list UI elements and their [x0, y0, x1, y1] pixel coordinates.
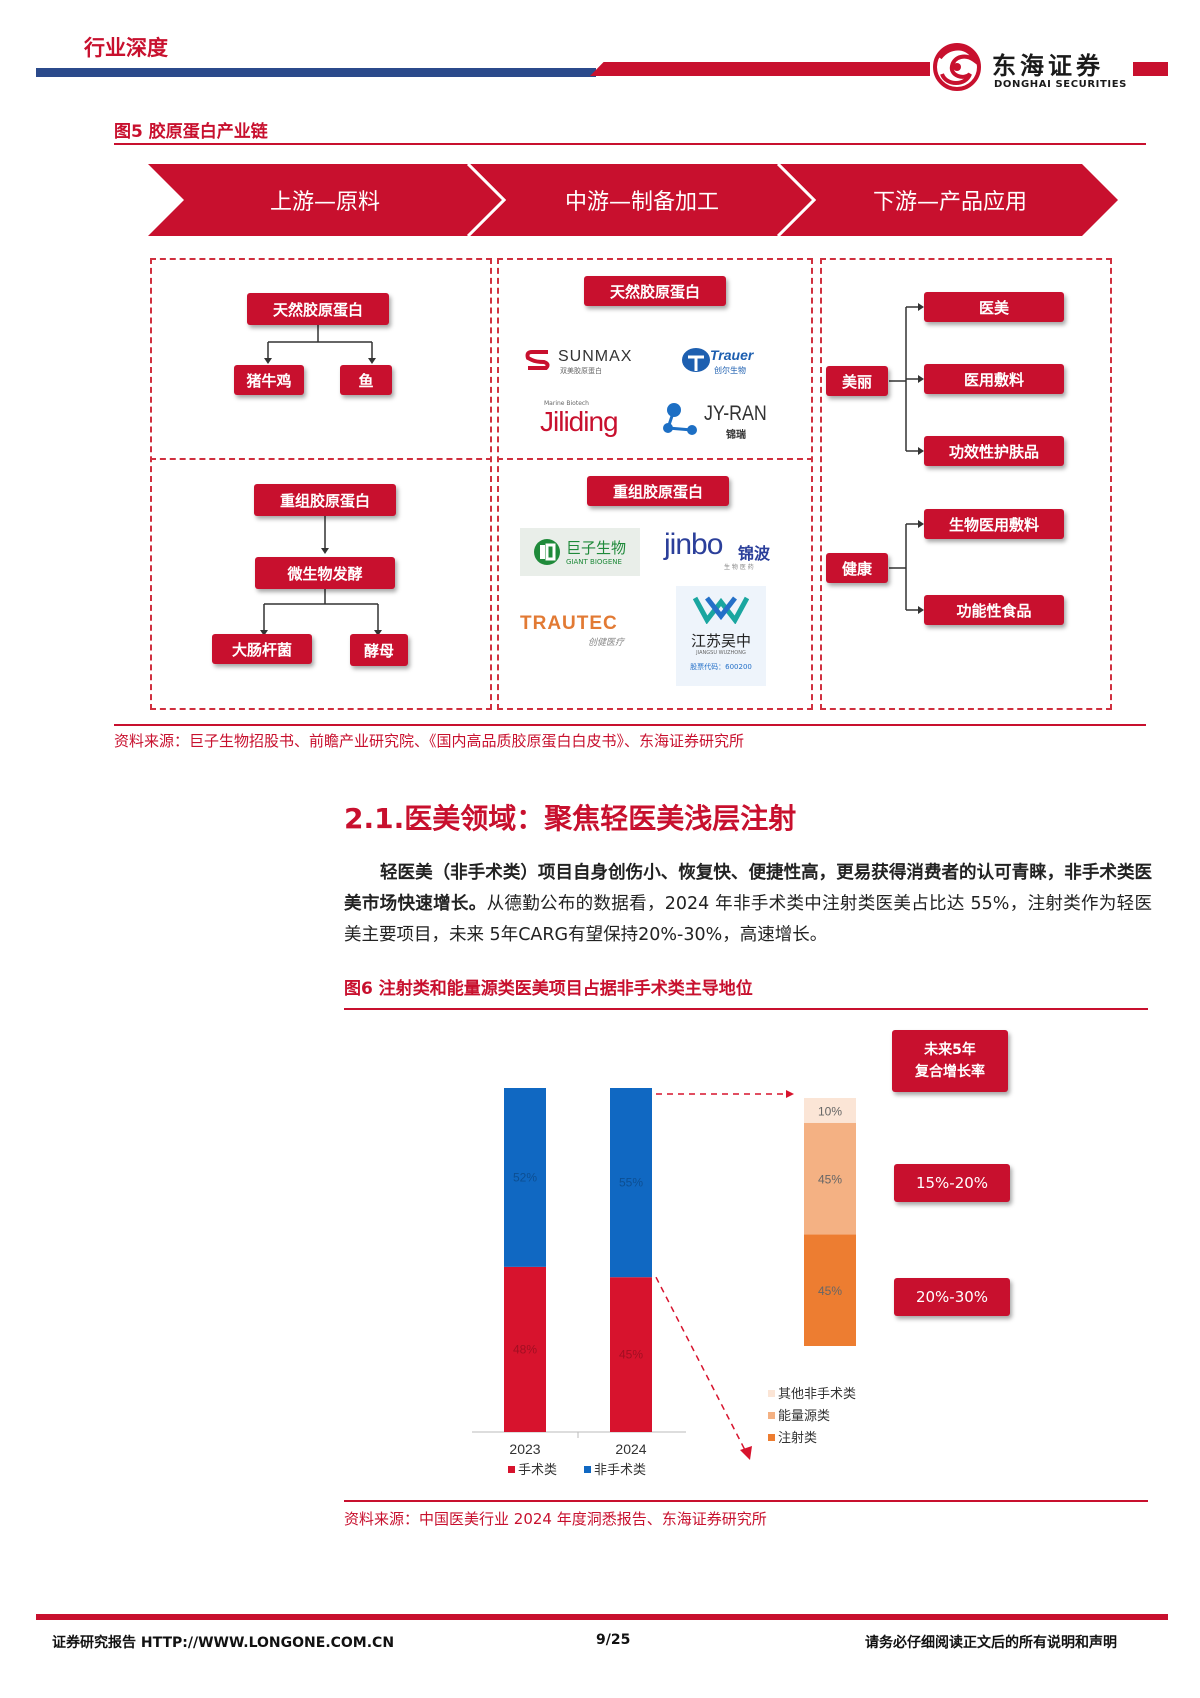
figure5-title-rule [114, 143, 1146, 145]
body-bold-text: 轻医美（非手术类）项目自身创伤小、恢复快、便捷性高，更易获得消费者的认可青睐，非… [344, 863, 1152, 914]
bar-label-2023-1: 52% [513, 1170, 537, 1184]
header-bar-blue [36, 68, 596, 77]
fish-box: 鱼 [340, 365, 392, 395]
value-chain-chevrons [148, 164, 1118, 236]
dragon-logo-icon [933, 43, 981, 91]
breakdown-label-0: 45% [818, 1284, 842, 1298]
breakdown-segment-0 [804, 1234, 856, 1346]
figure6-bottom-rule [344, 1500, 1148, 1502]
bar-2024-surgical [610, 1277, 652, 1432]
sunmax-mark-icon [525, 350, 550, 370]
brand-name-en: DONGHAI SECURITIES [994, 79, 1127, 90]
jiangsu-wuzhong-logo: 江苏吴中 JIANGSU WUZHONG 股票代码：600200 [676, 586, 766, 686]
pig-cow-chicken-box: 猪牛鸡 [234, 365, 304, 395]
figure6-title: 图6 注射类和能量源类医美项目占据非手术类主导地位 [344, 979, 753, 999]
upstream-connectors [260, 324, 382, 636]
breakdown-segment-1 [804, 1122, 856, 1235]
giant-mark-icon [534, 539, 560, 565]
growth-header-line1: 未来5年 [924, 1042, 976, 1058]
medical-dressing-box: 医用敷料 [924, 364, 1064, 394]
bar-2023-surgical [504, 1266, 546, 1432]
legend-swatch-0 [508, 1466, 515, 1473]
bio-medical-dressing-box: 生物医用敷料 [924, 509, 1064, 539]
growth-header-line2: 复合增长率 [915, 1064, 985, 1080]
connector-bottom-arrow [740, 1446, 752, 1460]
figure5-bottom-rule [114, 724, 1146, 726]
functional-skincare-box: 功效性护肤品 [924, 436, 1064, 466]
growth-rate-injection: 20%-30% [894, 1278, 1010, 1316]
connector-top-arrow [786, 1090, 794, 1098]
bar-label-2023-0: 48% [513, 1342, 537, 1356]
breakdown-legend-swatch-0 [768, 1390, 775, 1397]
stage-downstream-label: 下游—产品应用 [872, 190, 1027, 215]
growth-header-box: 未来5年 复合增长率 [892, 1030, 1008, 1092]
mid-recombinant-collagen-box: 重组胶原蛋白 [587, 476, 729, 506]
chevron-upstream [148, 164, 504, 236]
breakdown-label-2: 10% [818, 1104, 842, 1118]
breakdown-label-1: 45% [818, 1173, 842, 1187]
bar-2023-nonsurgical [504, 1088, 546, 1267]
legend-label-0: 手术类 [518, 1463, 557, 1478]
brand-name-cn: 东海证券 [992, 51, 1104, 80]
breakdown-legend-label-0: 其他非手术类 [778, 1387, 856, 1402]
doc-type-label: 行业深度 [84, 36, 168, 60]
chevron-downstream [780, 164, 1118, 236]
chevron-midstream [470, 164, 814, 236]
header-bar-red [590, 62, 930, 76]
footer-left: 证券研究报告 HTTP://WWW.LONGONE.COM.CN [52, 1635, 395, 1651]
section-body: 轻医美（非手术类）项目自身创伤小、恢复快、便捷性高，更易获得消费者的认可青睐，非… [344, 858, 1152, 951]
figure5-source: 资料来源：巨子生物招股书、前瞻产业研究院、《国内高品质胶原蛋白白皮书》、东海证券… [114, 732, 745, 750]
x-tick-label-2024: 2024 [615, 1441, 646, 1457]
ecoli-box: 大肠杆菌 [212, 634, 312, 664]
bar-label-2024-1: 55% [619, 1176, 643, 1190]
wuzhong-mark-icon [693, 596, 749, 624]
upstream-box [150, 258, 492, 710]
section-heading: 2.1.医美领域：聚焦轻医美浅层注射 [344, 802, 797, 835]
figure5-title: 图5 胶原蛋白产业链 [114, 122, 268, 142]
medical-aesthetics-box: 医美 [924, 292, 1064, 322]
figure6-title-rule [344, 1008, 1148, 1010]
legend-label-1: 非手术类 [594, 1463, 646, 1478]
midstream-divider [497, 458, 813, 460]
jyran-mark-icon [663, 403, 697, 435]
legend-swatch-1 [584, 1466, 591, 1473]
upstream-divider [150, 458, 492, 460]
stage-midstream-label: 中游—制备加工 [564, 190, 719, 215]
breakdown-legend-swatch-2 [768, 1434, 775, 1441]
footer-rule [36, 1614, 1168, 1620]
yeast-box: 酵母 [350, 634, 408, 666]
body-regular-text: 从德勤公布的数据看，2024 年非手术类中注射类医美占比达 55%，注射类作为轻… [344, 894, 1152, 945]
functional-food-box: 功能性食品 [924, 595, 1064, 625]
header-bar-red-end [1133, 62, 1168, 76]
growth-rate-energy: 15%-20% [894, 1164, 1010, 1202]
downstream-connectors [889, 303, 924, 614]
recombinant-collagen-box: 重组胶原蛋白 [254, 484, 396, 516]
x-tick-label-2023: 2023 [509, 1441, 540, 1457]
natural-collagen-box: 天然胶原蛋白 [247, 293, 389, 325]
footer-disclaimer: 请务必仔细阅读正文后的所有说明和声明 [865, 1635, 1117, 1651]
mid-natural-collagen-box: 天然胶原蛋白 [584, 276, 726, 306]
midstream-box [497, 258, 813, 710]
connector-bottom-line [655, 1276, 747, 1453]
beauty-box: 美丽 [826, 366, 888, 396]
stage-upstream-label: 上游—原料 [269, 190, 380, 215]
breakdown-legend-label-2: 注射类 [778, 1430, 817, 1446]
giant-biogene-logo: 巨子生物 GIANT BIOGENE [520, 528, 640, 576]
figure6-source: 资料来源：中国医美行业 2024 年度洞悉报告、东海证券研究所 [344, 1510, 767, 1528]
breakdown-legend-label-1: 能量源类 [778, 1409, 830, 1424]
health-box: 健康 [826, 553, 888, 583]
breakdown-legend-swatch-1 [768, 1412, 775, 1419]
bar-label-2024-0: 45% [619, 1348, 643, 1362]
downstream-box [820, 258, 1112, 710]
microbial-fermentation-box: 微生物发酵 [255, 557, 395, 589]
page-number: 9/25 [596, 1632, 631, 1648]
breakdown-segment-2 [804, 1098, 856, 1123]
trauer-mark-icon [682, 348, 710, 372]
bar-2024-nonsurgical [610, 1088, 652, 1278]
